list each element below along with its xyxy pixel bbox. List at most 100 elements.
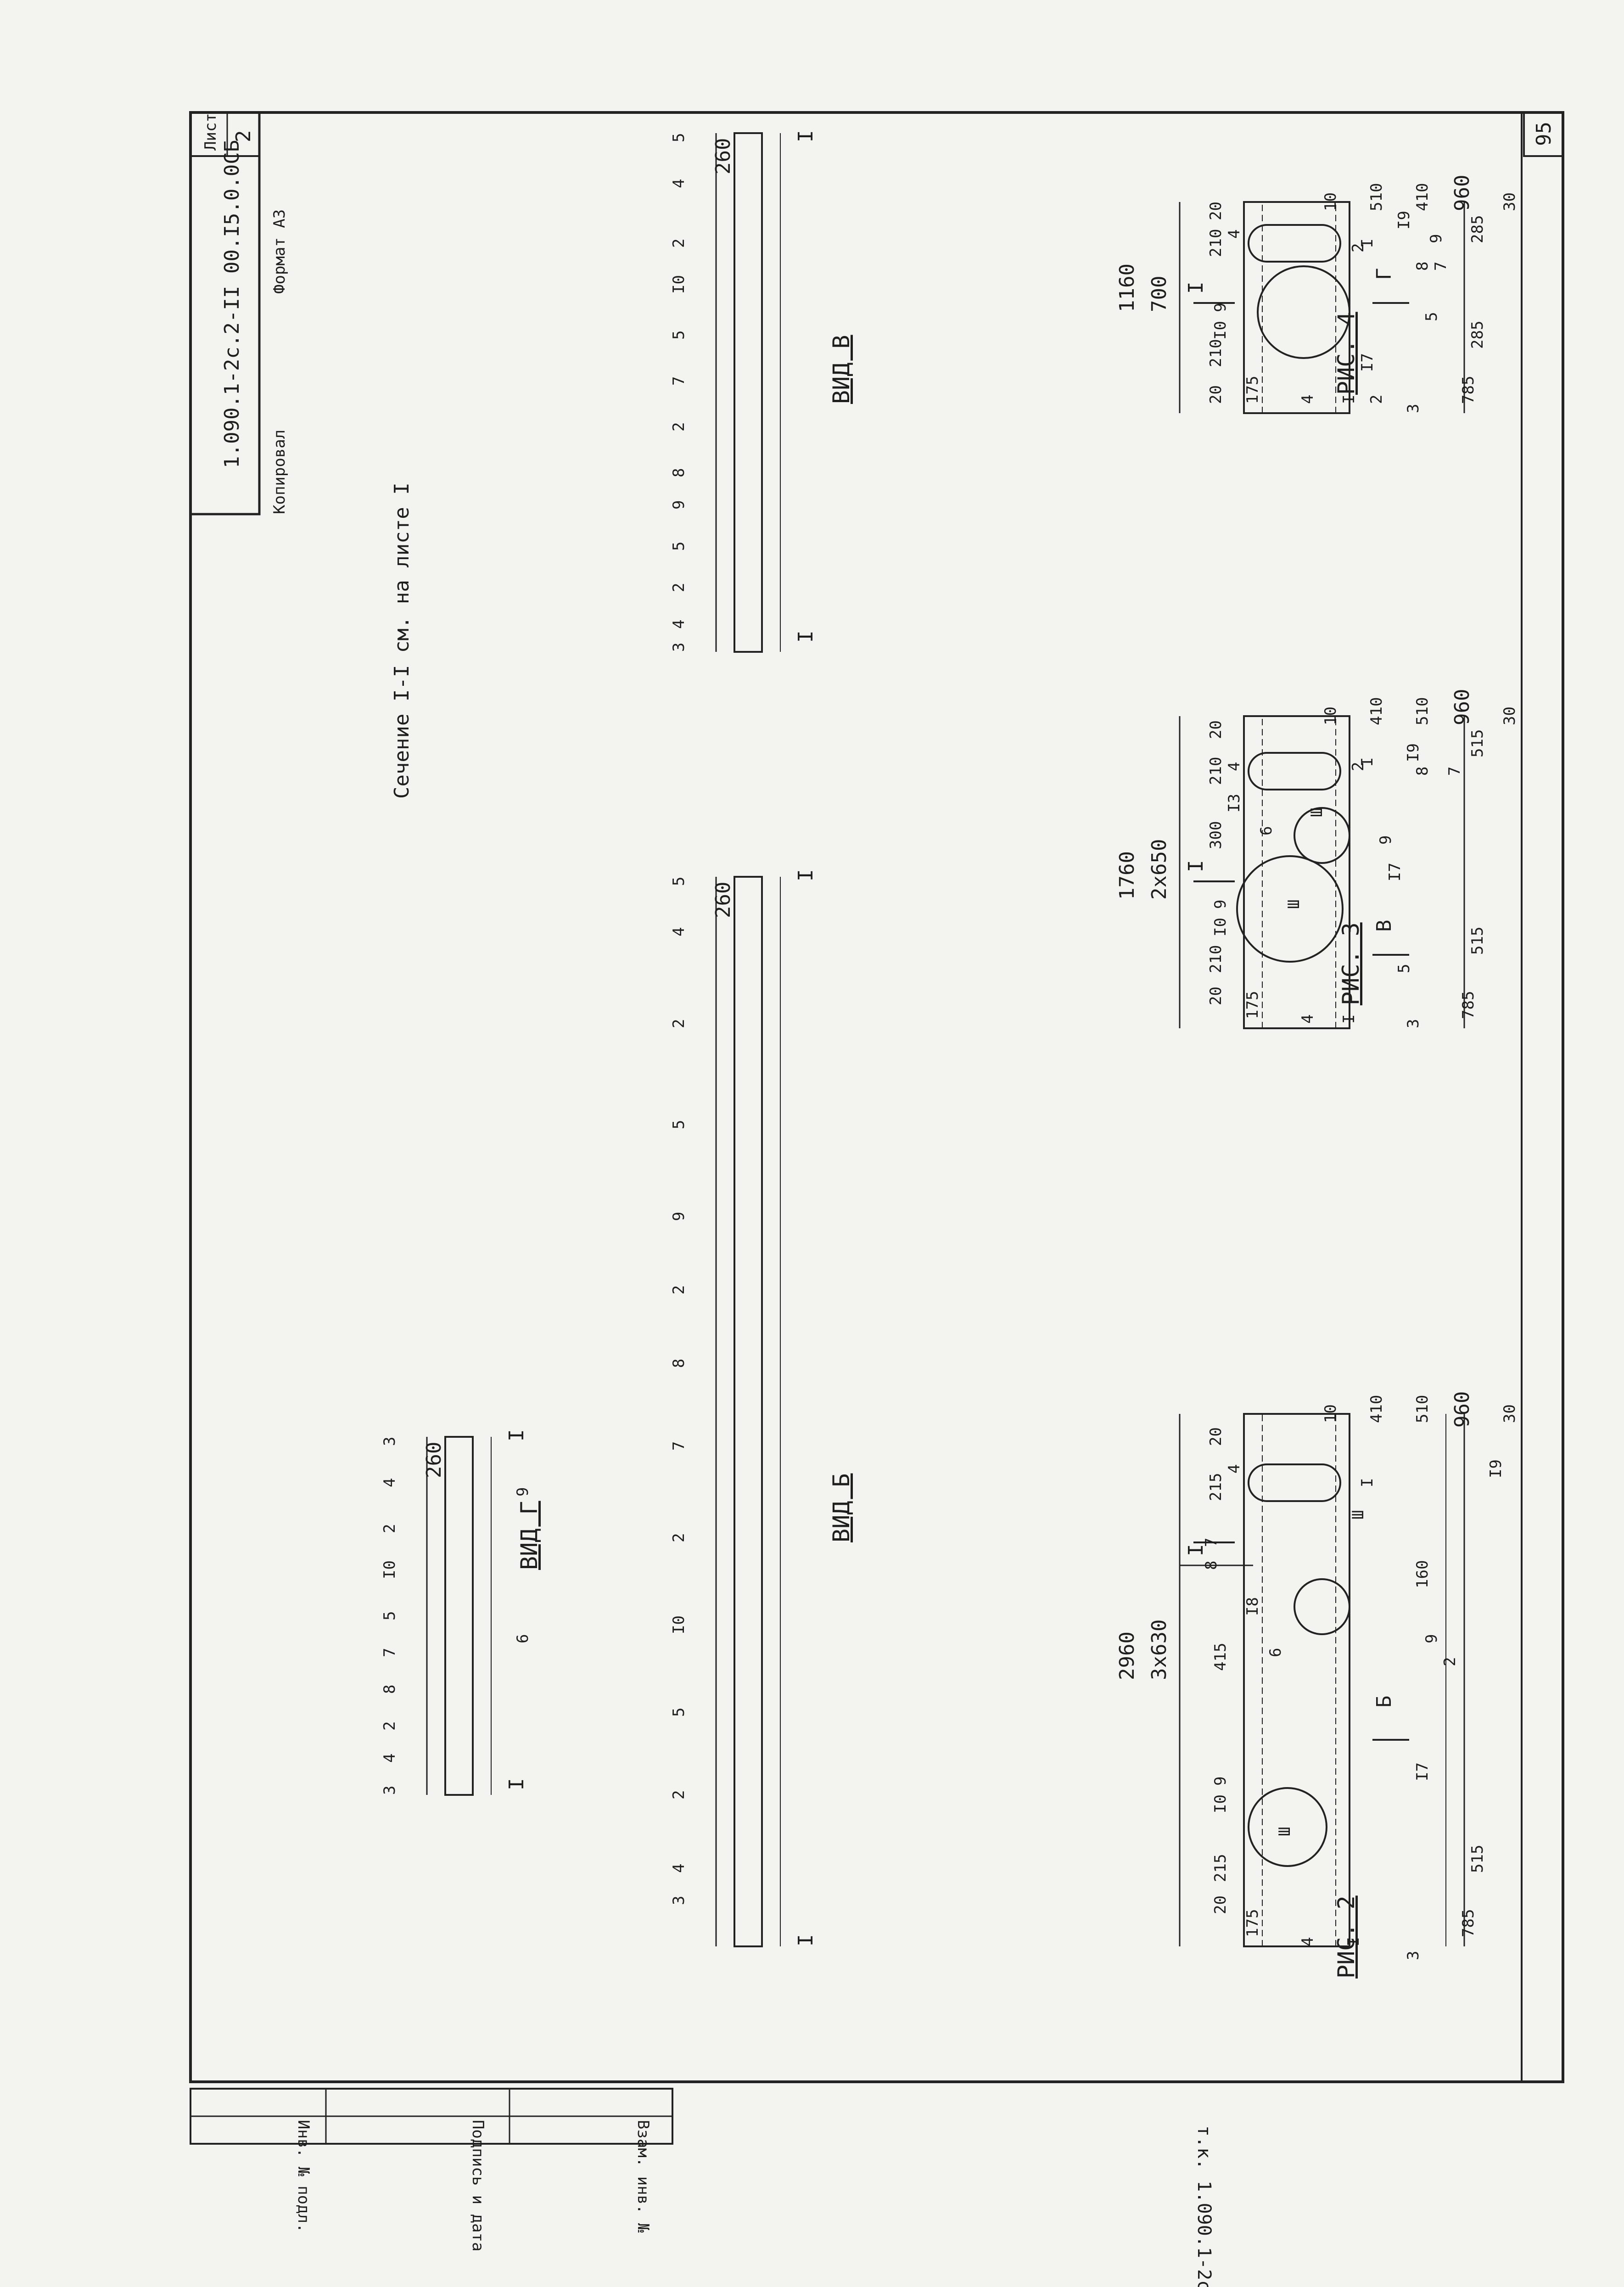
fig2-opening-19: [1248, 1463, 1341, 1502]
view-b-callout: 5: [670, 877, 688, 886]
view-g-callout: 4: [381, 1754, 399, 1763]
fig2-label-4: 4: [1225, 1464, 1243, 1474]
fig2-len-20: 20: [1211, 1895, 1230, 1914]
fig2-left-785: 785: [1459, 1909, 1478, 1937]
view-v-callout: 2: [670, 239, 688, 248]
fig3-len-210: 210: [1207, 757, 1225, 785]
view-g-callout: 3: [381, 1786, 399, 1795]
fig2-label-2: 2: [1441, 1657, 1459, 1666]
view-b-slab: [734, 876, 763, 1947]
technical-drawing: 95 Инв. № подл. Подпись и дата Взам. инв…: [189, 111, 1564, 2287]
approval-stamp: Инв. № подл. Подпись и дата Взам. инв. №: [190, 2088, 673, 2252]
fig3-label-sh2: Ш: [1285, 900, 1303, 909]
stamp-inv-podl: Инв. № подл.: [294, 2120, 313, 2233]
fig3-label-1b: I: [1340, 1015, 1358, 1024]
fig2-label-20: 20: [1207, 1427, 1225, 1446]
fig3-left-785: 785: [1459, 991, 1478, 1019]
fig2-label-9b: 9: [1211, 1777, 1230, 1786]
fig3-label-7: 7: [1445, 767, 1464, 776]
fig2-label-1b: I: [1344, 1937, 1363, 1946]
fig2-len-415: 415: [1211, 1643, 1230, 1671]
view-g-callout: 7: [381, 1648, 399, 1657]
fig4-len-210b: 210: [1207, 339, 1225, 367]
fig2-label-9: 9: [1422, 1634, 1441, 1643]
fig2-label-17: I7: [1413, 1762, 1432, 1781]
fig3-section-mark: I: [1184, 860, 1208, 873]
fig3-width-30: 30: [1501, 706, 1519, 725]
fig2-len-515: 515: [1468, 1845, 1487, 1873]
fig3-opening-19: [1248, 752, 1341, 790]
view-g-slab: [444, 1436, 474, 1796]
view-v-callout: 5: [670, 331, 688, 340]
view-b-callout: 2: [670, 1019, 688, 1028]
fig2-opening-17: [1248, 1787, 1327, 1867]
fig4-width-510: 510: [1367, 183, 1386, 211]
page-number-box: [1523, 112, 1564, 157]
fig3-title: РИС. 3: [1338, 922, 1364, 1005]
view-v-callout: 4: [670, 620, 688, 629]
fig2-len-215: 215: [1211, 1854, 1230, 1882]
fig4-label-4: 4: [1225, 230, 1243, 239]
doc-code: 1.090.1-2с.2-II 00.I5.0.0СБ: [220, 140, 244, 468]
fig4-label-1b: I: [1340, 395, 1358, 404]
fig4-section-mark: I: [1184, 282, 1208, 294]
fig3-len-1760: 1760: [1115, 851, 1139, 900]
fig3-len-515b: 515: [1468, 927, 1487, 955]
fig4-label-3: 3: [1404, 404, 1422, 413]
section-note: Сечение I-I см. на листе I: [390, 482, 414, 799]
fig2-width-960: 960: [1450, 1391, 1474, 1428]
fig2-label-19: I9: [1487, 1459, 1505, 1478]
view-g-callouts: 3 4 2 I0 5 7 8 2 4 3 9 6: [381, 1437, 532, 1795]
fig2-label-7: 7: [1202, 1538, 1221, 1547]
view-v-callout: I0: [670, 275, 688, 294]
fig2-opening-18: [1294, 1578, 1350, 1635]
view-b-section-mark: I: [794, 1934, 818, 1947]
view-v: ВИД В 260 5 4 2 I0 5 7 2 8 9 5 2 4: [670, 130, 855, 653]
fig3-label-4b: 4: [1299, 1015, 1317, 1024]
fig4-view-arrow-label: Г: [1372, 268, 1396, 280]
fig2-title: РИС. 2: [1333, 1895, 1360, 1979]
fig2-label-6: 6: [1266, 1648, 1285, 1657]
fig4-label-5: 5: [1422, 312, 1441, 321]
fig4-label-1: I: [1358, 239, 1377, 248]
view-b-callout: 2: [670, 1285, 688, 1295]
page-number: 95: [1532, 122, 1556, 146]
view-b-callout: 7: [670, 1441, 688, 1451]
fig4-label-8: 8: [1413, 262, 1432, 271]
view-b-callout: 8: [670, 1359, 688, 1368]
view-v-callout: 3: [670, 643, 688, 652]
view-g-callout: I0: [381, 1560, 399, 1579]
view-v-slab: [734, 132, 763, 653]
view-b-callout: 2: [670, 1790, 688, 1799]
view-g-callout: 4: [381, 1478, 399, 1487]
view-g: ВИД Г 260 3 4 2 I0 5 7 8 2 4 3 9 6: [381, 1429, 543, 1796]
view-g-section-mark: I: [505, 1429, 528, 1442]
view-b-callout: 4: [670, 1864, 688, 1873]
view-b-callout: 4: [670, 927, 688, 936]
view-g-callout: 9: [514, 1487, 532, 1497]
fig3-len-2x650: 2x650: [1148, 839, 1171, 900]
fig3-label-10: I0: [1211, 918, 1230, 936]
fig3-len-515: 515: [1468, 729, 1487, 757]
fig2-label-4b: 4: [1299, 1937, 1317, 1946]
fig2-label-18: I8: [1243, 1597, 1262, 1616]
fig3-opening-17: [1236, 855, 1344, 963]
fig2-len-3x630: 3x630: [1148, 1620, 1171, 1680]
fig2-label-sh2: Ш: [1276, 1827, 1294, 1836]
view-b-section-mark: I: [794, 869, 818, 882]
view-v-callout: 2: [670, 583, 688, 592]
view-v-callout: 4: [670, 179, 688, 188]
fig3-label-17: I7: [1386, 863, 1404, 881]
view-b-callout: 3: [670, 1896, 688, 1905]
fig4-len-1160: 1160: [1115, 263, 1139, 312]
fig4-label-9b: 9: [1211, 303, 1230, 312]
fig3-label-1: I: [1358, 757, 1377, 767]
view-v-callout: 9: [670, 500, 688, 510]
fig2-len-2960: 2960: [1115, 1631, 1139, 1680]
fig3-label-9: 9: [1377, 835, 1395, 845]
fig3-label-2: 2: [1349, 762, 1367, 771]
fig4-label-4b: 4: [1299, 395, 1317, 404]
stamp-podpis-data: Подпись и дата: [469, 2120, 487, 2252]
view-b-callout: I0: [670, 1615, 688, 1634]
